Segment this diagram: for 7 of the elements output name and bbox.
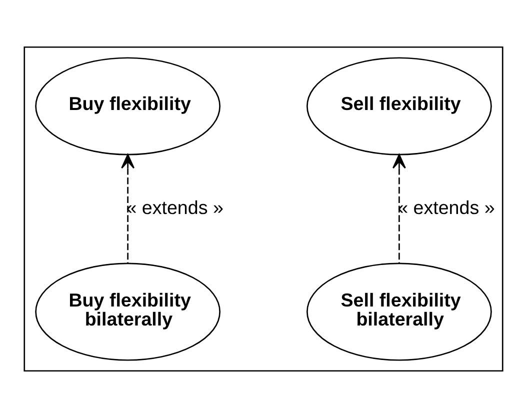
arrow (392, 153, 406, 263)
node-ellipse: Buy flexibility bilaterally (35, 262, 221, 360)
node-ellipse: Buy flexibility (35, 56, 221, 155)
cluster (24, 46, 504, 372)
node-ellipse: Sell flexibility bilaterally (306, 262, 492, 360)
arrow (121, 153, 135, 263)
node-ellipse: Sell flexibility (306, 56, 492, 155)
